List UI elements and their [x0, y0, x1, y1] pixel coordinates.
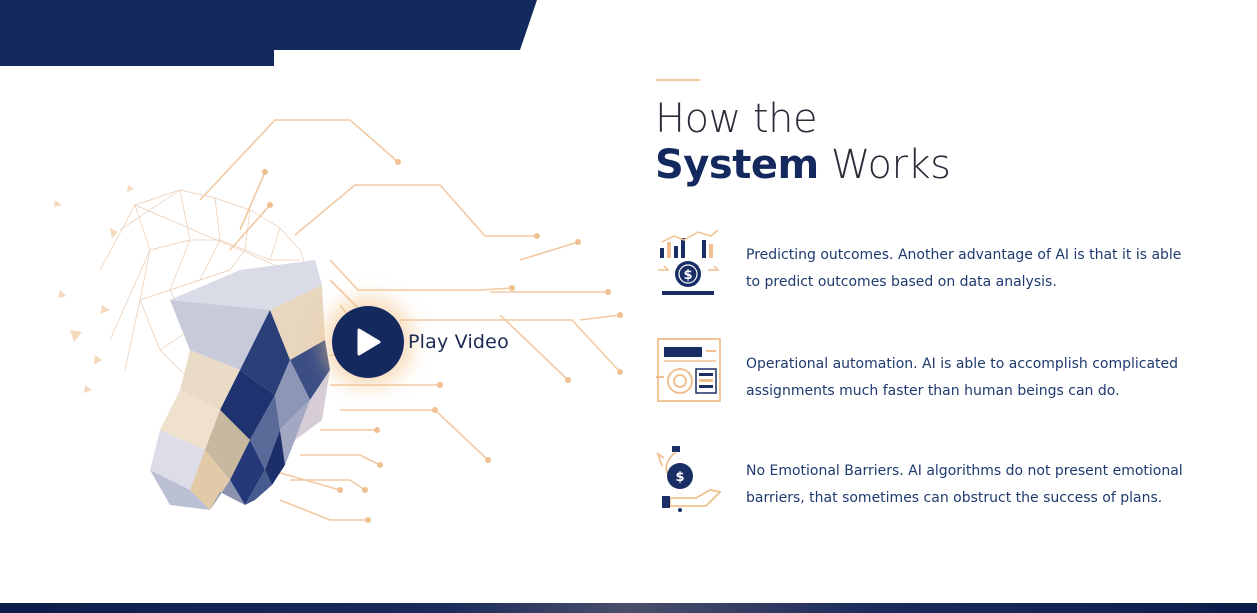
- money-hand-icon: $: [656, 446, 722, 512]
- feature-item: Operational automation. AI is able to ac…: [656, 337, 1196, 407]
- feature-item: $ No Emotional Barriers. AI algorithms d…: [656, 444, 1196, 514]
- play-button[interactable]: [332, 306, 404, 378]
- heading-accent-line: [656, 79, 700, 81]
- play-video-label[interactable]: Play Video: [408, 331, 509, 353]
- title-line-2: System Works: [655, 142, 951, 188]
- feature-text: Operational automation. AI is able to ac…: [746, 356, 1179, 399]
- polygon-face: [150, 260, 330, 510]
- play-video-control[interactable]: Play Video: [332, 306, 509, 378]
- title-bold: System: [655, 142, 819, 188]
- automation-dashboard-icon: [656, 338, 721, 402]
- svg-text:$: $: [675, 470, 684, 485]
- title-line-1: How the: [655, 96, 818, 142]
- top-banner: [0, 0, 537, 66]
- section-title: How the System Works: [655, 96, 951, 188]
- bottom-strip: [0, 603, 1257, 613]
- svg-text:$: $: [683, 268, 692, 283]
- feature-item: $ Predicting outcomes. Another advantage…: [656, 228, 1196, 298]
- particles: [54, 185, 134, 393]
- play-icon: [357, 328, 381, 356]
- chart-dollar-icon: $: [658, 229, 720, 295]
- feature-text: Predicting outcomes. Another advantage o…: [746, 247, 1182, 290]
- title-light: Works: [818, 142, 951, 188]
- feature-text: No Emotional Barriers. AI algorithms do …: [746, 463, 1183, 506]
